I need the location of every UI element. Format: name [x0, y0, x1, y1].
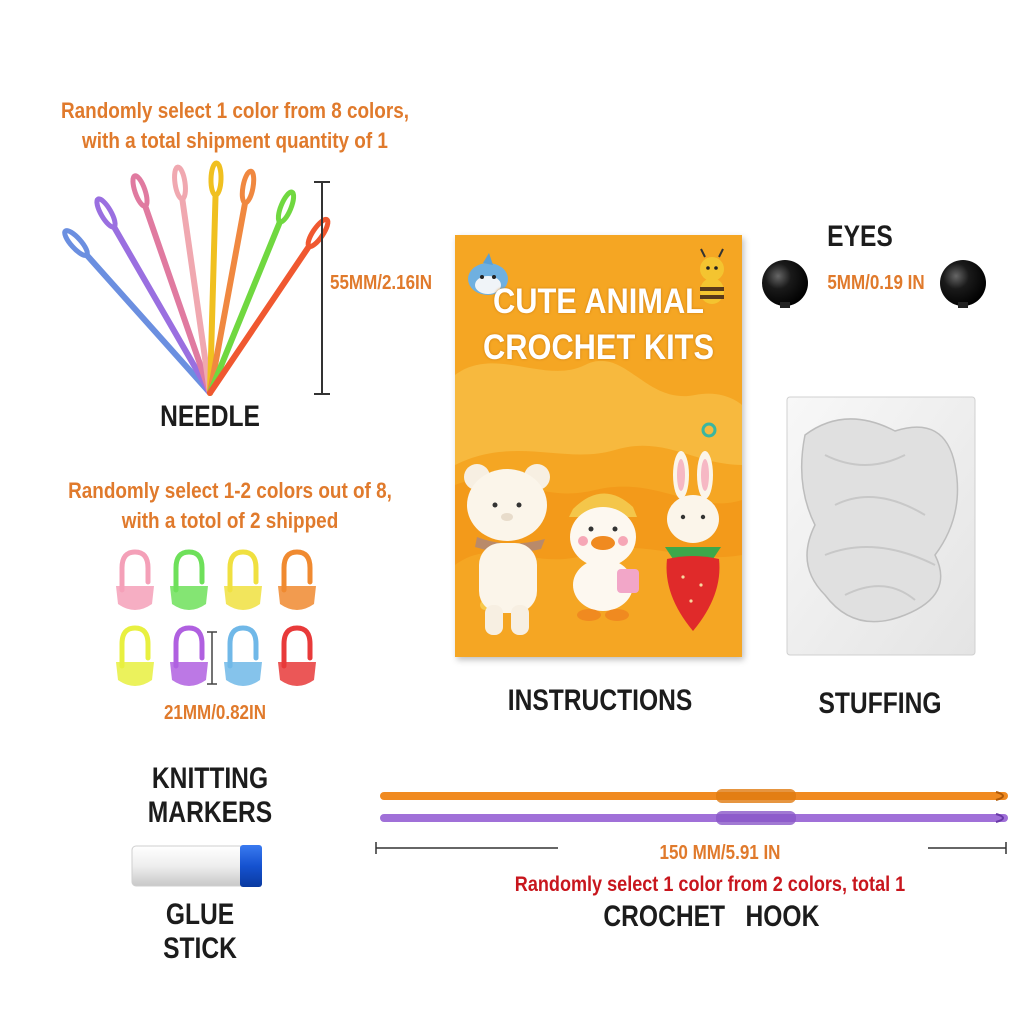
needle-eye-2: [94, 196, 118, 230]
needle-3: [137, 188, 213, 396]
booklet-title-line2: CROCHET KITS: [483, 328, 714, 367]
needle-note: Randomly select 1 color from 8 colors, w…: [50, 96, 420, 156]
needle-2: [103, 210, 213, 396]
needle-1: [73, 240, 213, 396]
needle-eye-6: [239, 168, 257, 206]
right-eye-bead-icon: [940, 260, 986, 308]
stitch-marker-2: [170, 549, 208, 610]
stitch-marker-3: [224, 549, 262, 610]
crochet-animals-illustration: [464, 451, 721, 635]
needle-7: [207, 204, 289, 396]
stitch-marker-5: [116, 625, 154, 686]
needle-note-line2: with a total shipment quantity of 1: [82, 128, 388, 153]
needle-5: [207, 176, 219, 396]
crochet-bear: [464, 464, 550, 635]
hook-size: 150 MM/5.91 IN: [659, 842, 781, 864]
needle-eye-1: [62, 228, 90, 258]
needle-dimension-bracket: [314, 181, 330, 395]
marker-dimension-bracket: [207, 631, 217, 685]
instructions-booklet: CUTE ANIMAL CROCHET KITS: [455, 235, 742, 657]
purple-crochet-hook: [380, 811, 1008, 825]
eyes-label: EYES: [827, 220, 893, 253]
glue-stick-illustration: [131, 845, 262, 887]
needle-eye-4: [172, 164, 188, 202]
instructions-label: INSTRUCTIONS: [507, 684, 693, 717]
glue-stick-label: GLUE STICK: [163, 898, 237, 965]
eyes-size: 5MM/0.19 IN: [827, 272, 925, 294]
crochet-duck: [569, 493, 639, 621]
needle-6: [207, 184, 251, 396]
crochet-hook-label: CROCHET HOOK: [603, 900, 820, 933]
stitch-marker-1: [116, 549, 154, 610]
crochet-hooks-illustration: [380, 789, 1008, 825]
needles-illustration: [62, 160, 331, 396]
stitch-marker-8: [278, 625, 316, 686]
crochet-bunny: [665, 451, 721, 631]
left-eye-bead-icon: [762, 260, 808, 308]
markers-note: Randomly select 1-2 colors out of 8, wit…: [41, 476, 419, 536]
booklet-title-line1: CUTE ANIMAL: [492, 282, 705, 321]
bee-mascot-icon: [700, 248, 724, 304]
markers-note-line1: Randomly select 1-2 colors out of 8,: [68, 478, 392, 503]
stuffing-bag-illustration: [786, 396, 976, 656]
orange-crochet-hook: [380, 789, 1008, 803]
stitch-marker-7: [224, 625, 262, 686]
needle-label: NEEDLE: [160, 400, 260, 433]
needle-note-line1: Randomly select 1 color from 8 colors,: [60, 98, 410, 123]
needle-8: [207, 230, 321, 396]
hook-note: Randomly select 1 color from 2 colors, t…: [514, 873, 906, 896]
needle-eye-3: [130, 173, 150, 209]
markers-note-line2: with a totol of 2 shipped: [121, 508, 339, 533]
marker-size: 21MM/0.82IN: [163, 702, 267, 724]
needle-eye-7: [275, 189, 297, 225]
needle-size: 55MM/2.16IN: [330, 272, 433, 294]
stuffing-label: STUFFING: [818, 687, 942, 720]
markers-illustration: [116, 549, 316, 686]
needle-4: [177, 180, 213, 396]
booklet-title: CUTE ANIMAL CROCHET KITS: [472, 279, 725, 371]
shark-mascot-icon: [468, 253, 508, 295]
stitch-marker-6: [170, 625, 208, 686]
hook-dimension-line: [375, 842, 1007, 854]
markers-label: KNITTING MARKERS: [147, 762, 273, 829]
stitch-marker-4: [278, 549, 316, 610]
needle-eye-5: [208, 160, 224, 198]
